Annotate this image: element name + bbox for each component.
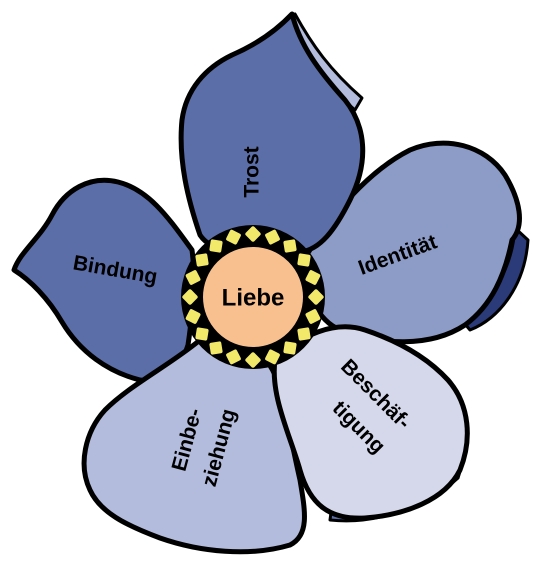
petal-top (181, 14, 363, 254)
stamen-dot (283, 239, 297, 253)
stamen-dot (195, 253, 209, 267)
petal-label-trost: Trost (241, 146, 264, 197)
center-label-liebe: Liebe (222, 284, 285, 311)
stamen-dot (209, 341, 223, 355)
stamen-dot (297, 327, 311, 341)
stamen-dot (195, 327, 209, 341)
stamen-dot (297, 253, 311, 267)
petal-left (14, 180, 194, 381)
stamen-dot (209, 239, 223, 253)
stamen-dot (283, 341, 297, 355)
